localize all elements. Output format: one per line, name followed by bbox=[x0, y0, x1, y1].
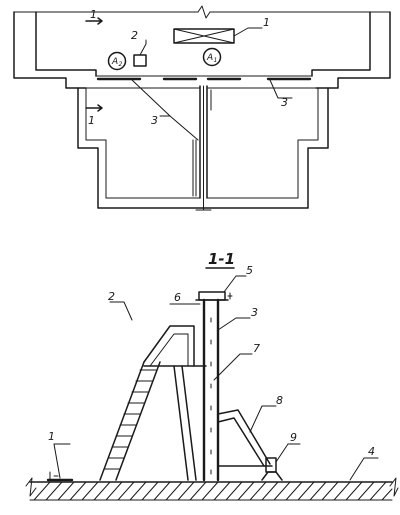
section-arrow-top bbox=[85, 17, 103, 25]
ladder-rungs bbox=[103, 369, 157, 470]
stand-inner-rail bbox=[149, 333, 189, 367]
section-callout-2: 2 bbox=[108, 290, 115, 303]
fan-unit-cross bbox=[173, 28, 235, 44]
leader-s3 bbox=[217, 317, 251, 331]
plan-inner-wall-right bbox=[311, 11, 371, 77]
marker-a2-sub: 2 bbox=[119, 61, 123, 68]
section-callout-9: 9 bbox=[290, 431, 297, 444]
plan-view: A 1 A 2 1 1 1 2 3 3 bbox=[13, 5, 391, 211]
strut-lower bbox=[217, 417, 265, 467]
section-callout-1: 1 bbox=[48, 430, 55, 443]
section-view: 1-1 1 2 5 6 bbox=[25, 250, 399, 501]
floor-object-detail bbox=[49, 471, 59, 481]
section-callout-6: 6 bbox=[174, 291, 181, 304]
section-mark-top: 1 bbox=[90, 8, 97, 21]
plan-outer-wall-left bbox=[13, 11, 87, 89]
leader-3-left bbox=[131, 79, 171, 117]
section-callout-5: 5 bbox=[246, 264, 253, 277]
marker-a2 bbox=[107, 51, 127, 71]
control-box bbox=[133, 54, 147, 67]
floor-hatch bbox=[33, 481, 393, 501]
leader-s1 bbox=[53, 443, 71, 479]
strut-upper bbox=[217, 409, 271, 465]
leader-s9 bbox=[275, 443, 301, 463]
base-plate bbox=[261, 471, 283, 481]
stand-top-rail bbox=[143, 325, 195, 367]
pit-outline-inner-right bbox=[207, 87, 319, 199]
section-callout-7: 7 bbox=[253, 342, 260, 355]
plan-callout-3b: 3 bbox=[281, 96, 288, 109]
section-callout-8: 8 bbox=[276, 394, 283, 407]
marker-a1 bbox=[202, 47, 222, 67]
plan-callout-3a: 3 bbox=[151, 114, 158, 127]
ladder-rail-inner bbox=[115, 361, 161, 481]
break-symbol bbox=[197, 5, 211, 19]
floor-break-left bbox=[25, 477, 37, 497]
stand-leg bbox=[173, 365, 197, 481]
pit-outline-inner-left bbox=[85, 87, 201, 199]
leader-3-left-b bbox=[169, 115, 199, 141]
leader-s2 bbox=[109, 301, 133, 321]
section-callout-3: 3 bbox=[251, 306, 258, 319]
ladder-rail-outer bbox=[99, 361, 145, 481]
marker-a1-sub: 1 bbox=[214, 57, 218, 64]
leader-s5 bbox=[223, 275, 247, 293]
leader-3-right bbox=[269, 79, 293, 99]
leader-1 bbox=[233, 27, 263, 37]
marker-a1-letter: A bbox=[206, 53, 213, 63]
section-mark-bottom: 1 bbox=[88, 114, 95, 127]
leader-s4 bbox=[349, 457, 379, 481]
plan-callout-1: 1 bbox=[263, 16, 270, 29]
section-arrow-bottom bbox=[85, 104, 103, 112]
ladder-plan-left bbox=[192, 139, 197, 197]
section-callout-4: 4 bbox=[368, 445, 375, 458]
plan-inner-wall-left bbox=[35, 11, 97, 77]
leader-s7 bbox=[213, 353, 253, 381]
plan-outer-wall-right bbox=[315, 11, 391, 89]
cap-plus bbox=[227, 292, 233, 300]
leader-s8 bbox=[249, 405, 277, 433]
plan-callout-2: 2 bbox=[131, 29, 138, 42]
post-cap bbox=[198, 291, 226, 301]
leader-2 bbox=[139, 39, 147, 56]
marker-a2-letter: A bbox=[111, 57, 118, 67]
section-title: 1-1 bbox=[208, 250, 235, 268]
floor-break-right bbox=[389, 477, 399, 497]
